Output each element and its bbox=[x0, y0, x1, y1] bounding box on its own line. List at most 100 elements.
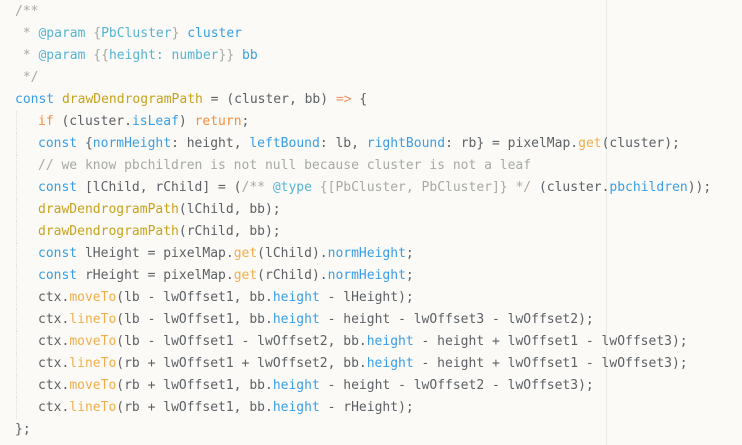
code-token: PbCluster bbox=[101, 26, 172, 41]
code-token: leftBound bbox=[249, 136, 320, 151]
code-token: const bbox=[38, 136, 78, 151]
indent-guide bbox=[16, 287, 18, 309]
indent-guide bbox=[16, 155, 18, 177]
code-token: (lb - lwOffset1 - lwOffset2, bb. bbox=[116, 334, 367, 349]
code-line[interactable]: const {normHeight: height, leftBound: lb… bbox=[15, 133, 742, 155]
code-token: ctx. bbox=[38, 378, 70, 393]
code-token: - lHeight); bbox=[319, 290, 414, 305]
code-line[interactable]: drawDendrogramPath(rChild, bb); bbox=[15, 221, 742, 243]
code-token: ctx. bbox=[38, 334, 70, 349]
code-token: ctx. bbox=[38, 356, 70, 371]
code-token: ctx. bbox=[38, 312, 70, 327]
code-line[interactable]: const [lChild, rChild] = (/** @type {[Pb… bbox=[15, 177, 742, 199]
code-line[interactable]: ctx.lineTo(lb - lwOffset1, bb.height - h… bbox=[15, 309, 742, 331]
code-line[interactable]: const rHeight = pixelMap.get(rChild).nor… bbox=[15, 265, 742, 287]
code-token: drawDendrogramPath bbox=[61, 92, 203, 107]
code-token: - rHeight); bbox=[319, 400, 414, 415]
code-token: [lChild, rChild] = ( bbox=[77, 180, 242, 195]
code-line[interactable]: if (cluster.isLeaf) return; bbox=[15, 111, 742, 133]
code-token: ctx. bbox=[38, 290, 70, 305]
code-token: pbchildren bbox=[609, 180, 688, 195]
code-token: - height - lwOffset2 - lwOffset3); bbox=[319, 378, 594, 393]
code-token: { bbox=[351, 92, 368, 107]
code-token: normHeight bbox=[327, 246, 406, 261]
code-line[interactable]: */ bbox=[15, 67, 742, 89]
code-line[interactable]: ctx.moveTo(lb - lwOffset1 - lwOffset2, b… bbox=[15, 331, 742, 353]
code-token: : height, bbox=[171, 136, 250, 151]
code-token: get bbox=[578, 136, 602, 151]
code-line[interactable]: ctx.moveTo(rb + lwOffset1, bb.height - h… bbox=[15, 375, 742, 397]
code-token: } bbox=[171, 26, 188, 41]
code-token: /** bbox=[241, 180, 273, 195]
code-token: * bbox=[15, 48, 39, 63]
code-token: = (cluster, bb) bbox=[202, 92, 336, 107]
code-token: drawDendrogramPath bbox=[38, 224, 179, 239]
code-token: (cluster. bbox=[531, 180, 610, 195]
indent-guide bbox=[16, 221, 18, 243]
code-token: - height + lwOffset1 - lwOffset3); bbox=[413, 356, 688, 371]
code-line[interactable]: * @param {{height: number}} bb bbox=[15, 45, 742, 67]
indent-guide bbox=[16, 353, 18, 375]
code-token: (rb + lwOffset1, bb. bbox=[116, 400, 273, 415]
code-token: (rb + lwOffset1, bb. bbox=[116, 378, 273, 393]
code-token: @param bbox=[38, 48, 86, 63]
indent-guide bbox=[16, 309, 18, 331]
code-line[interactable]: ctx.lineTo(rb + lwOffset1 + lwOffset2, b… bbox=[15, 353, 742, 375]
code-line[interactable]: drawDendrogramPath(lChild, bb); bbox=[15, 199, 742, 221]
code-token: const bbox=[38, 180, 78, 195]
code-token: - height + lwOffset1 - lwOffset3); bbox=[413, 334, 688, 349]
code-token: isLeaf bbox=[131, 114, 179, 129]
indent-guide bbox=[16, 397, 18, 419]
code-line[interactable]: }; bbox=[15, 419, 742, 441]
code-token: moveTo bbox=[69, 290, 117, 305]
code-token: height bbox=[272, 312, 320, 327]
code-line[interactable]: ctx.lineTo(rb + lwOffset1, bb.height - r… bbox=[15, 397, 742, 419]
indent-guide bbox=[16, 111, 18, 133]
code-line[interactable]: ctx.moveTo(lb - lwOffset1, bb.height - l… bbox=[15, 287, 742, 309]
code-token: (rChild). bbox=[257, 268, 328, 283]
code-token: ) bbox=[178, 114, 195, 129]
code-token: drawDendrogramPath bbox=[38, 202, 179, 217]
code-token: ; bbox=[405, 268, 414, 283]
code-token: }; bbox=[15, 422, 31, 437]
code-token: )); bbox=[687, 180, 712, 195]
indent-guide bbox=[16, 177, 18, 199]
code-token: (cluster); bbox=[601, 136, 680, 151]
indent-guide bbox=[16, 133, 18, 155]
code-token: : rb} = pixelMap. bbox=[445, 136, 579, 151]
code-token: const bbox=[38, 246, 78, 261]
code-token: lineTo bbox=[69, 400, 117, 415]
code-token: lineTo bbox=[69, 356, 117, 371]
code-token: height bbox=[272, 290, 320, 305]
code-token: (lb - lwOffset1, bb. bbox=[116, 290, 273, 305]
code-line[interactable]: /** bbox=[15, 1, 742, 23]
code-token: rightBound bbox=[366, 136, 446, 151]
indent-guide bbox=[16, 243, 18, 265]
code-token: get bbox=[233, 268, 258, 283]
code-line[interactable]: const lHeight = pixelMap.get(lChild).nor… bbox=[15, 243, 742, 265]
code-line[interactable]: // we know pbchildren is not null becaus… bbox=[15, 155, 742, 177]
code-token: { bbox=[85, 26, 102, 41]
code-token: (rb + lwOffset1 + lwOffset2, bb. bbox=[116, 356, 367, 371]
code-token: const bbox=[38, 268, 78, 283]
code-lines[interactable]: /** * @param {PbCluster} cluster * @para… bbox=[15, 0, 742, 441]
code-token: { bbox=[77, 136, 93, 151]
code-token: lineTo bbox=[69, 312, 117, 327]
code-token: rHeight = pixelMap. bbox=[77, 268, 234, 283]
code-token: {{ bbox=[85, 48, 109, 63]
code-token: @type bbox=[272, 180, 312, 195]
code-line[interactable]: const drawDendrogramPath = (cluster, bb)… bbox=[15, 89, 742, 111]
code-line[interactable]: * @param {PbCluster} cluster bbox=[15, 23, 742, 45]
line-length-ruler bbox=[606, 0, 607, 445]
code-token: height: number bbox=[108, 48, 219, 63]
code-token: const bbox=[15, 92, 55, 107]
code-token: ; bbox=[405, 246, 414, 261]
indent-guide bbox=[16, 199, 18, 221]
code-token: - height - lwOffset3 - lwOffset2); bbox=[319, 312, 594, 327]
code-token: */ bbox=[15, 70, 39, 85]
indent-guide bbox=[16, 375, 18, 397]
code-token: get bbox=[233, 246, 258, 261]
indent-guide bbox=[16, 265, 18, 287]
code-token: }} bbox=[218, 48, 242, 63]
